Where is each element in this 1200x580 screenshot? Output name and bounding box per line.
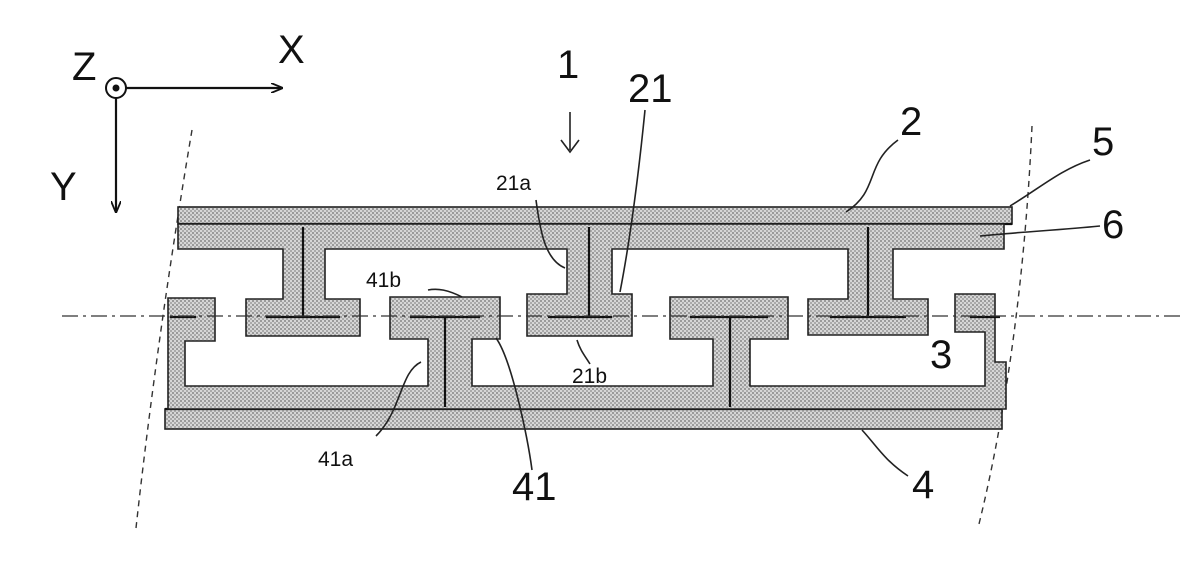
z-axis-dot: [112, 84, 120, 92]
protrusion-seams: [170, 227, 1000, 407]
ref-label-41: 41: [512, 465, 557, 509]
leader-6: [979, 225, 1101, 237]
ref-label-21b: 21b: [572, 365, 607, 388]
ref-label-2: 2: [900, 100, 922, 144]
ref-label-1: 1: [557, 43, 579, 87]
top-plate: [177, 206, 1013, 225]
leader-41a: [375, 361, 422, 437]
x-axis-label: X: [278, 28, 305, 72]
ref-label-3: 3: [930, 333, 952, 377]
leader-arrow-1-head: [560, 139, 580, 154]
leader-2: [845, 139, 899, 213]
left-break-line: [135, 129, 193, 529]
lower-comb: [167, 293, 1007, 410]
ref-label-41b: 41b: [366, 269, 401, 292]
y-axis-label: Y: [50, 165, 77, 209]
ref-label-21a: 21a: [496, 172, 531, 195]
leader-41b: [427, 288, 463, 298]
leader-21b: [576, 339, 591, 365]
z-axis-label: Z: [72, 45, 96, 89]
leader-41: [495, 337, 533, 471]
ref-label-21: 21: [628, 67, 673, 111]
reference-labels: 1 21 2 5 6 3 4 41 21a 21b 41b 41a: [318, 43, 1124, 509]
ref-label-4: 4: [912, 463, 934, 507]
bottom-plate: [164, 408, 1003, 430]
ref-label-5: 5: [1092, 120, 1114, 164]
ref-label-6: 6: [1102, 203, 1124, 247]
leader-4: [861, 429, 909, 477]
leader-5: [1009, 159, 1091, 207]
leader-21a: [535, 199, 566, 269]
axis-indicator: X Y Z: [50, 28, 305, 212]
ref-label-41a: 41a: [318, 448, 353, 471]
upper-comb: [177, 223, 1005, 337]
leader-21: [619, 109, 646, 293]
